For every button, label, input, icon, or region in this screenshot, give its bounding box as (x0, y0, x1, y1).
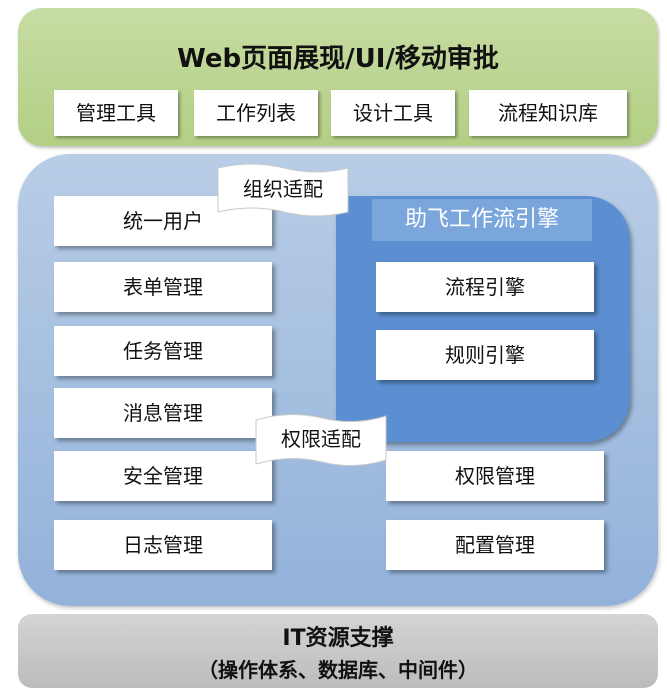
workflow-engine-title: 助飞工作流引擎 (372, 199, 592, 241)
infrastructure-title: IT资源支撑 (282, 626, 394, 651)
infrastructure-subtitle: （操作体系、数据库、中间件） (198, 658, 478, 682)
work-list-box: 工作列表 (194, 90, 318, 136)
permission-adapter-scroll: 权限适配 (250, 408, 392, 472)
rule-engine-box: 规则引擎 (376, 330, 594, 380)
presentation-layer: Web页面展现/UI/移动审批 管理工具 工作列表 设计工具 流程知识库 (18, 8, 658, 146)
scroll-shape-icon (217, 163, 349, 217)
scroll-shape-icon (255, 413, 387, 467)
process-knowledge-base-box: 流程知识库 (469, 90, 627, 136)
security-management-box: 安全管理 (54, 451, 272, 501)
configuration-management-box: 配置管理 (386, 520, 604, 570)
org-adapter-scroll: 组织适配 (212, 160, 354, 224)
form-management-box: 表单管理 (54, 262, 272, 312)
process-engine-box: 流程引擎 (376, 262, 594, 312)
log-management-box: 日志管理 (54, 520, 272, 570)
unified-user-box: 统一用户 (54, 196, 272, 246)
org-adapter-label: 组织适配 (243, 177, 323, 201)
permission-adapter-label: 权限适配 (281, 427, 361, 451)
design-tools-box: 设计工具 (331, 90, 455, 136)
permission-management-box: 权限管理 (386, 451, 604, 501)
infrastructure-layer: IT资源支撑 （操作体系、数据库、中间件） (18, 614, 658, 688)
message-management-box: 消息管理 (54, 388, 272, 438)
task-management-box: 任务管理 (54, 326, 272, 376)
management-tools-box: 管理工具 (54, 90, 178, 136)
presentation-layer-title: Web页面展现/UI/移动审批 (177, 44, 499, 74)
